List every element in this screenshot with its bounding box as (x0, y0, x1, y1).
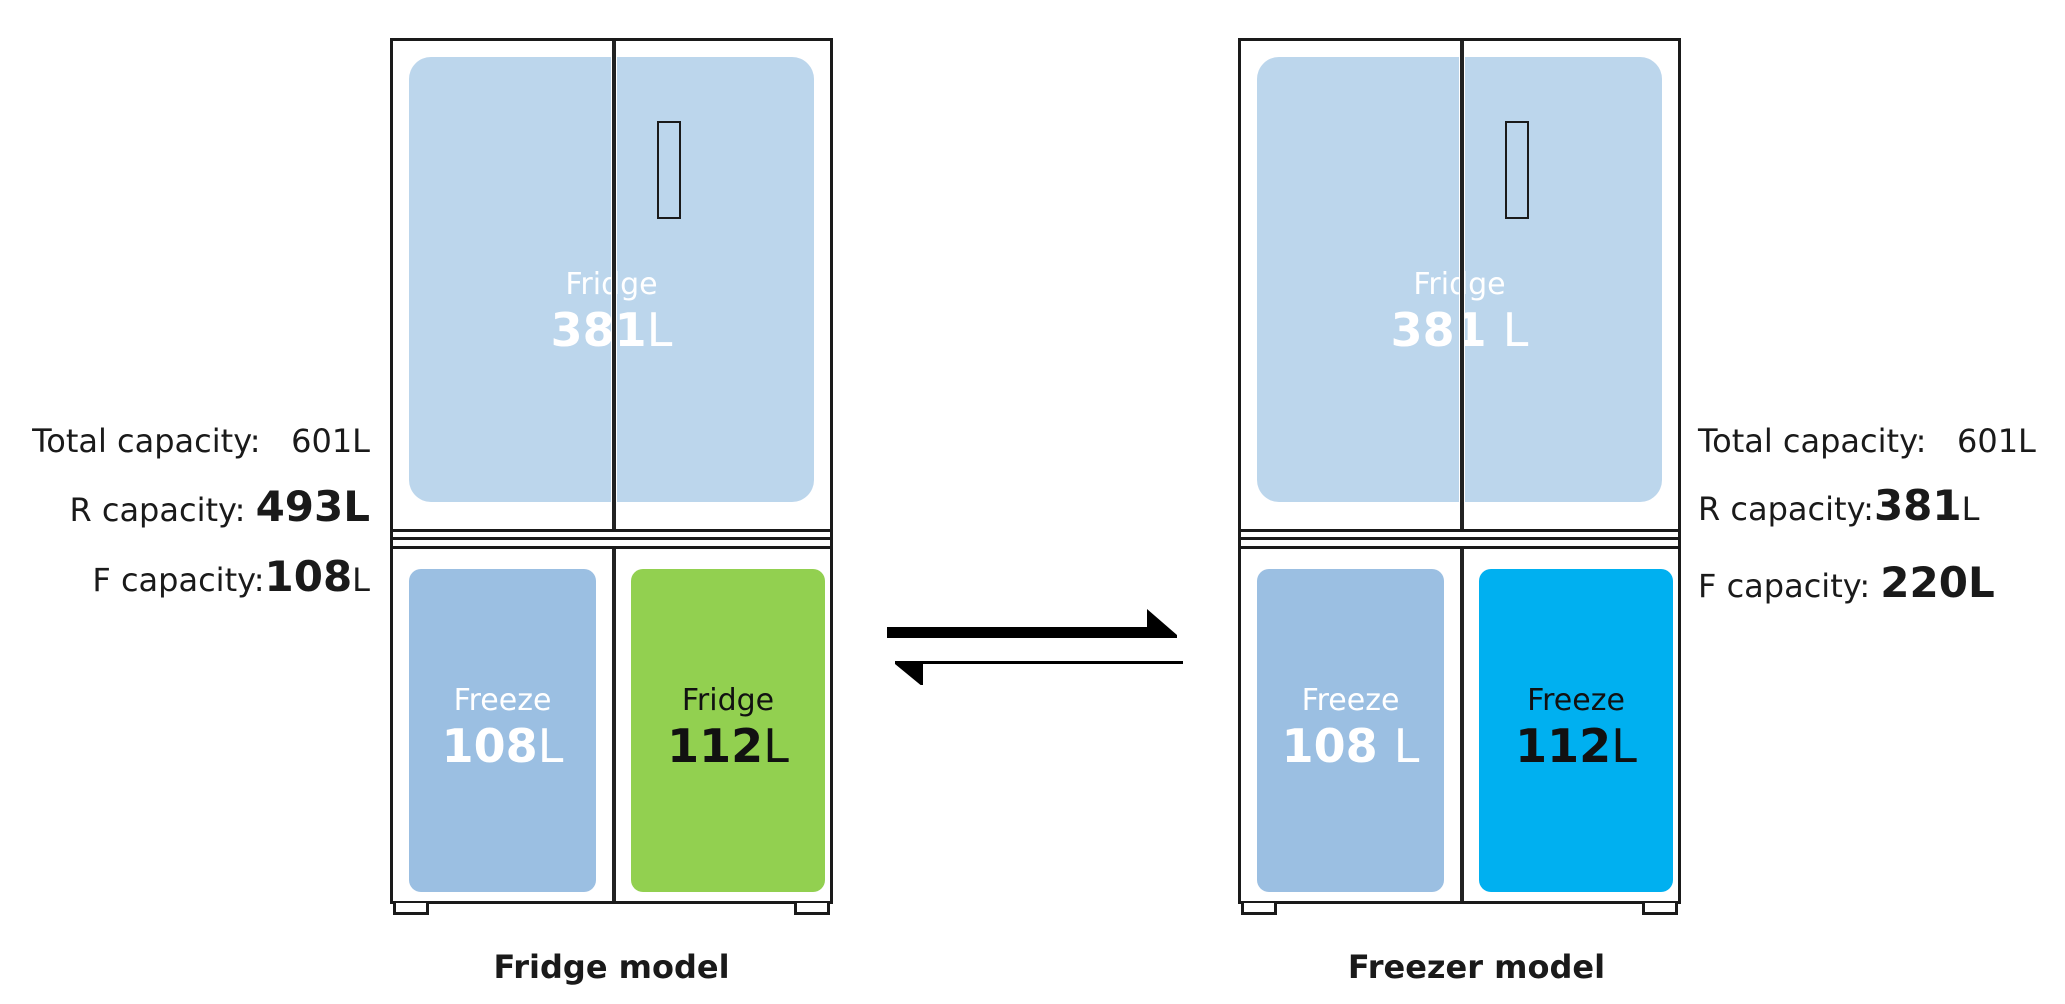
fridge-foot (1642, 903, 1678, 915)
compartment-volume: 381 L (1391, 301, 1529, 361)
r-capacity-label: R capacity: (1698, 490, 1874, 528)
volume-value: 108 (441, 719, 538, 774)
r-capacity-value: 381 (1873, 481, 1962, 530)
volume-value: 112 (667, 719, 764, 774)
fridge-foot (794, 903, 830, 915)
f-capacity-value: 220 (1880, 558, 1968, 607)
compartment-name: Freeze (1527, 683, 1625, 719)
left-arrow (895, 661, 1183, 685)
door-divider (1459, 41, 1465, 901)
f-capacity-row: F capacity: 220L (1698, 562, 1995, 604)
door-handle-icon (657, 121, 681, 219)
total-capacity-row: Total capacity: 601L (1698, 425, 2036, 457)
equilibrium-arrows-icon (887, 609, 1183, 685)
compartment-volume: 112L (1515, 717, 1637, 777)
total-capacity-value: 601 (1956, 422, 2019, 460)
total-capacity-unit: L (352, 422, 370, 460)
f-capacity-label: F capacity: (1698, 567, 1871, 605)
volume-unit: L (763, 719, 789, 774)
bottom-left-compartment: Freeze 108L (409, 569, 596, 892)
freezer-model-diagram: Fridge 381 L Freeze 108 L Freeze 112L (1238, 38, 1681, 915)
volume-value: 112 (1515, 719, 1612, 774)
f-capacity-unit: L (352, 561, 370, 599)
volume-value: 381 (1390, 303, 1487, 358)
right-arrow (887, 609, 1177, 638)
compartment-volume: 381L (551, 301, 673, 361)
volume-value: 108 (1281, 719, 1378, 774)
compartment-volume: 108 L (1282, 717, 1420, 777)
drawer-divider-line (393, 537, 830, 540)
door-handle-icon (1505, 121, 1529, 219)
fridge-foot (393, 903, 429, 915)
total-capacity-label: Total capacity: (32, 422, 261, 460)
drawer-divider-line (1241, 537, 1678, 540)
door-divider (611, 41, 617, 901)
volume-unit: L (1502, 303, 1529, 358)
compartment-name: Freeze (1301, 683, 1400, 719)
fridge-model-label: Fridge model (493, 948, 730, 986)
freezer-model-capacities: Total capacity: 601L R capacity:381L F c… (1698, 0, 2065, 1004)
volume-unit: L (537, 719, 564, 774)
r-capacity-unit: L (343, 482, 370, 531)
r-capacity-unit: L (1961, 490, 1980, 528)
compartment-name: Fridge (681, 683, 775, 719)
total-capacity-label: Total capacity: (1698, 422, 1927, 460)
r-capacity-row: R capacity:381L (1698, 485, 1979, 527)
compartment-volume: 108L (442, 717, 564, 777)
compartment-name: Freeze (453, 683, 552, 719)
bottom-left-compartment: Freeze 108 L (1257, 569, 1444, 892)
total-capacity-unit: L (2018, 422, 2036, 460)
compartment-volume: 112L (667, 717, 789, 777)
fridge-model-diagram: Fridge 381L Freeze 108L Fridge 112L (390, 38, 833, 915)
f-capacity-value: 108 (264, 552, 353, 601)
volume-value: 381 (550, 303, 647, 358)
bottom-right-compartment: Fridge 112L (631, 569, 825, 892)
r-capacity-value: 493 (255, 482, 344, 531)
f-capacity-row: F capacity:108L (92, 556, 370, 598)
bottom-right-compartment: Freeze 112L (1479, 569, 1673, 892)
r-capacity-label: R capacity: (69, 491, 246, 529)
volume-unit: L (1611, 719, 1637, 774)
volume-unit: L (646, 303, 673, 358)
total-capacity-row: Total capacity: 601L (32, 425, 370, 457)
fridge-foot (1241, 903, 1277, 915)
r-capacity-row: R capacity: 493L (69, 486, 370, 528)
f-capacity-label: F capacity: (92, 561, 265, 599)
total-capacity-value: 601 (291, 422, 353, 460)
freezer-model-label: Freezer model (1347, 948, 1606, 986)
fridge-model-capacities: Total capacity: 601L R capacity: 493L F … (0, 0, 370, 1004)
f-capacity-unit: L (1967, 558, 1995, 607)
volume-unit: L (1393, 719, 1420, 774)
